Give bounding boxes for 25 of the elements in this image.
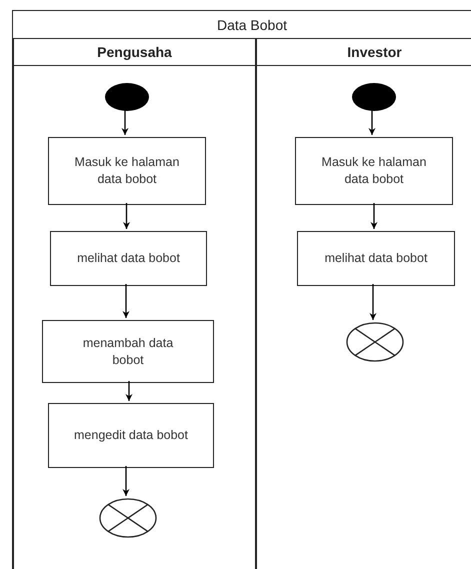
activity-box — [50, 231, 207, 286]
arrow — [368, 110, 376, 135]
arrow — [123, 203, 130, 229]
activity-label: melihat data bobot — [77, 250, 180, 267]
activity-box — [48, 137, 206, 205]
lane-header: Investor — [347, 44, 402, 60]
pool-title: Data Bobot — [216, 16, 288, 32]
activity-box — [48, 403, 214, 468]
activity-label: menambah data bobot — [82, 334, 174, 368]
arrow — [122, 284, 130, 318]
swimlane — [256, 38, 471, 569]
arrow — [122, 466, 130, 496]
activity-label: mengedit data bobot — [74, 427, 188, 444]
arrow — [122, 110, 128, 135]
activity-label: Masuk ke halaman data bobot — [320, 154, 428, 188]
lane-header: Pengusaha — [97, 44, 172, 60]
swimlane — [13, 38, 256, 569]
activity-box — [297, 231, 455, 286]
activity-box — [295, 137, 453, 205]
activity-label: Masuk ke halaman data bobot — [74, 154, 180, 188]
activity-label: melihat data bobot — [324, 250, 428, 267]
arrow — [370, 284, 376, 320]
arrow — [126, 381, 132, 401]
activity-box — [42, 320, 214, 383]
arrow — [370, 203, 378, 229]
